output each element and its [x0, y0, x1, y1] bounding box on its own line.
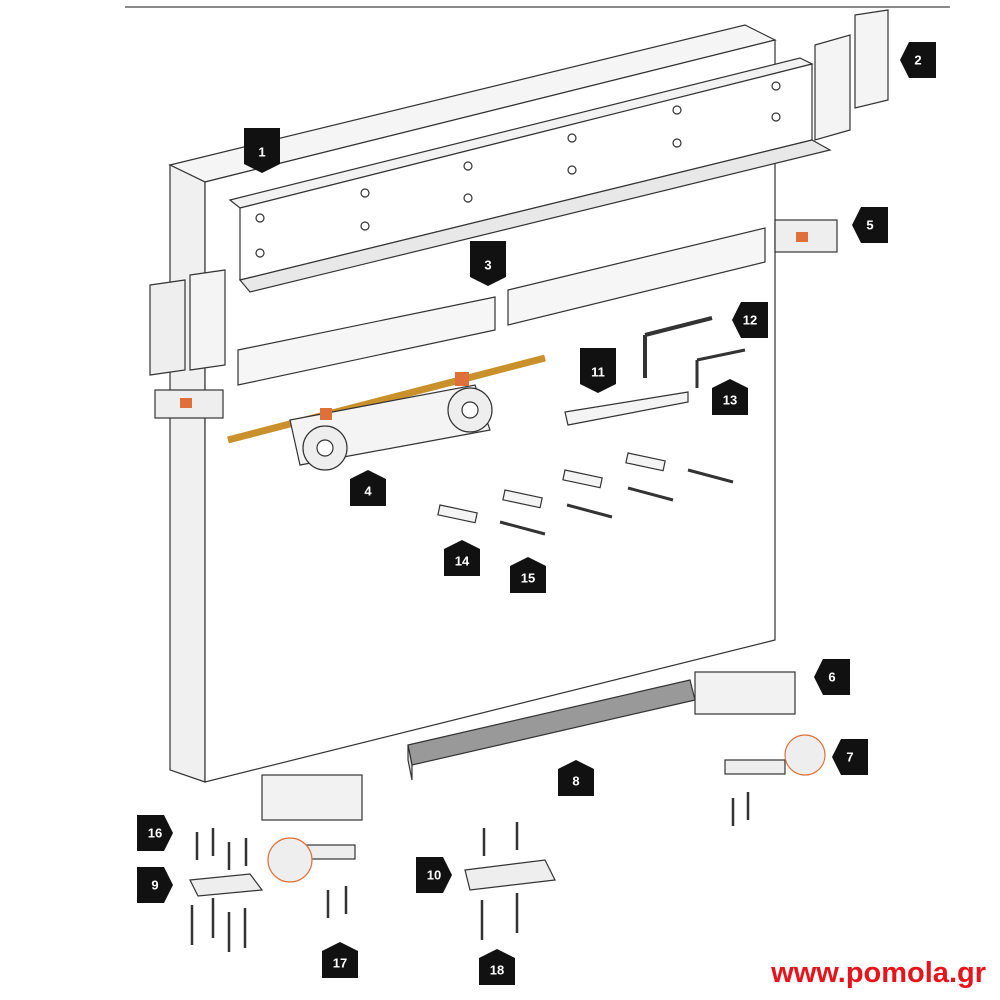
callout-3: 3: [470, 241, 506, 286]
callout-2: 2: [900, 42, 936, 78]
callout-marker: [350, 470, 386, 506]
callout-5: 5: [852, 207, 888, 243]
bottom-damper-left: [261, 774, 363, 821]
callout-number: 3: [484, 258, 491, 273]
callout-marker: [244, 128, 280, 173]
callout-number: 1: [258, 145, 265, 160]
callout-1: 1: [244, 128, 280, 173]
callout-8: 8: [558, 760, 594, 796]
callout-11: 11: [580, 348, 616, 393]
callout-18: 18: [479, 949, 515, 985]
end-caps: [814, 9, 889, 141]
callout-marker: [470, 241, 506, 286]
callout-marker: [558, 760, 594, 796]
allen-key-small: [695, 348, 746, 388]
spanner: [564, 391, 689, 426]
wall-plugs-and-screws: [437, 452, 734, 536]
callout-number: 12: [743, 313, 757, 328]
website-url[interactable]: www.pomola.gr: [771, 957, 986, 989]
callout-14: 14: [444, 540, 480, 576]
top-rail: [228, 57, 832, 293]
callout-number: 18: [490, 963, 504, 978]
small-screws: [190, 792, 750, 952]
callout-marker: [137, 867, 173, 903]
callout-marker: [322, 942, 358, 978]
callout-marker: [416, 857, 452, 893]
callout-number: 15: [521, 571, 535, 586]
floor-guide-bracket: [464, 859, 556, 891]
callout-12: 12: [732, 302, 768, 338]
callout-number: 8: [572, 774, 579, 789]
callout-number: 16: [148, 826, 162, 841]
callout-number: 2: [914, 53, 921, 68]
callout-marker: [137, 815, 173, 851]
callout-number: 5: [866, 218, 873, 233]
allen-key-large: [643, 316, 713, 378]
callout-marker: [900, 42, 936, 78]
callout-number: 7: [846, 750, 853, 765]
bottom-roller-left: [267, 837, 356, 883]
callout-marker: [712, 379, 748, 415]
callout-6: 6: [814, 659, 850, 695]
callout-10: 10: [416, 857, 452, 893]
callout-marker: [580, 348, 616, 393]
callout-number: 13: [723, 393, 737, 408]
bottom-roller-right: [724, 734, 826, 776]
callout-number: 10: [427, 868, 441, 883]
callout-marker: [814, 659, 850, 695]
callout-number: 14: [455, 554, 470, 569]
soft-close-mechanisms: [237, 227, 766, 386]
callout-number: 6: [828, 670, 835, 685]
roller-carriage: [227, 354, 546, 471]
callout-marker: [832, 739, 868, 775]
callout-marker: [852, 207, 888, 243]
callout-13: 13: [712, 379, 748, 415]
callout-marker: [510, 557, 546, 593]
callout-number: 4: [364, 484, 372, 499]
callout-4: 4: [350, 470, 386, 506]
callout-17: 17: [322, 942, 358, 978]
callout-9: 9: [137, 867, 173, 903]
callout-marker: [479, 949, 515, 985]
callout-number: 11: [591, 365, 605, 380]
callout-number: 9: [151, 878, 158, 893]
floor-bracket: [189, 873, 264, 897]
bottom-damper: [694, 671, 796, 715]
callout-7: 7: [832, 739, 868, 775]
callout-16: 16: [137, 815, 173, 851]
callout-15: 15: [510, 557, 546, 593]
callout-marker: [444, 540, 480, 576]
callout-marker: [732, 302, 768, 338]
callout-number: 17: [333, 956, 347, 971]
